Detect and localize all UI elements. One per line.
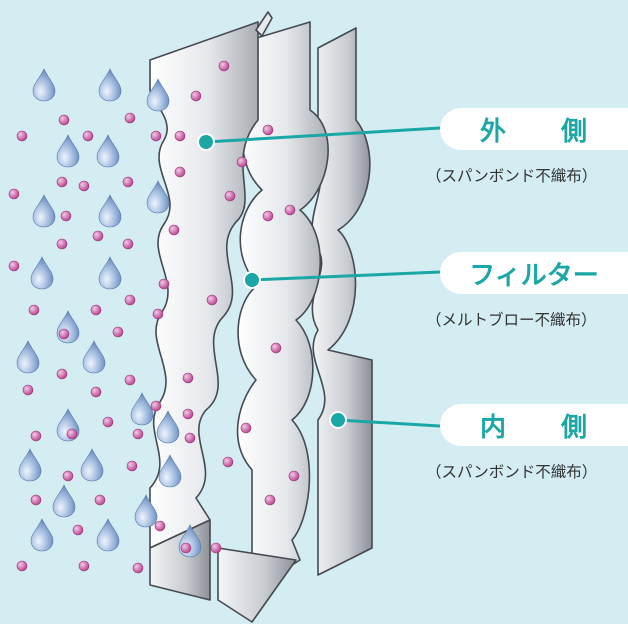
particle-icon — [174, 130, 186, 142]
droplet-icon — [52, 484, 76, 518]
particle-icon — [210, 542, 222, 554]
particle-icon — [30, 430, 42, 442]
particle-icon — [190, 90, 202, 102]
droplet-icon — [16, 340, 40, 374]
pointer-dot-outer — [197, 133, 215, 151]
particle-icon — [150, 400, 162, 412]
particle-icon — [270, 342, 282, 354]
droplet-icon — [32, 68, 56, 102]
particle-icon — [72, 524, 84, 536]
particle-icon — [56, 368, 68, 380]
particle-icon — [224, 190, 236, 202]
particle-icon — [122, 176, 134, 188]
particle-icon — [124, 112, 136, 124]
particle-icon — [56, 238, 68, 250]
particle-icon — [264, 494, 276, 506]
particle-icon — [218, 60, 230, 72]
droplet-icon — [130, 392, 154, 426]
particle-icon — [158, 278, 170, 290]
particle-icon — [56, 176, 68, 188]
particle-icon — [288, 470, 300, 482]
droplet-icon — [98, 194, 122, 228]
particle-icon — [28, 304, 40, 316]
particle-icon — [60, 210, 72, 222]
droplet-icon — [56, 310, 80, 344]
particle-icon — [262, 210, 274, 222]
particle-icon — [30, 494, 42, 506]
particle-icon — [284, 204, 296, 216]
particle-icon — [112, 326, 124, 338]
droplet-icon — [30, 518, 54, 552]
pointer-dot-inner — [329, 411, 347, 429]
particle-icon — [174, 166, 186, 178]
droplet-icon — [80, 448, 104, 482]
particle-icon — [182, 372, 194, 384]
particle-icon — [124, 294, 136, 306]
droplet-icon — [98, 68, 122, 102]
particle-icon — [78, 180, 90, 192]
inner-layer-title: 内 側 — [440, 404, 628, 446]
outer-layer-title: 外 側 — [440, 108, 628, 150]
particle-icon — [180, 542, 192, 554]
outer-layer-sheet — [149, 11, 297, 623]
particle-icon — [126, 460, 138, 472]
particle-icon — [152, 308, 164, 320]
particle-icon — [182, 408, 194, 420]
particle-icon — [122, 238, 134, 250]
filter-layer-sheet — [236, 21, 329, 591]
leader-lines — [197, 126, 441, 429]
particle-icon — [90, 304, 102, 316]
particle-icon — [222, 456, 234, 468]
outer-layer-subtitle: （スパンボンド不織布） — [426, 167, 598, 185]
filter-layer-subtitle: （メルトブロー不織布） — [426, 311, 597, 329]
particle-icon — [8, 188, 20, 200]
particle-icon — [16, 130, 28, 142]
inner-layer-subtitle: （スパンボンド不織布） — [426, 463, 598, 481]
particle-icon — [58, 328, 70, 340]
leader-line-inner — [337, 418, 441, 428]
particle-icon — [206, 294, 218, 306]
particle-icon — [168, 224, 180, 236]
leader-line-outer — [205, 126, 441, 144]
particle-icon — [94, 494, 106, 506]
inner-layer-sheet — [311, 27, 373, 576]
droplet-icon — [98, 256, 122, 290]
particle-icon — [132, 428, 144, 440]
particle-icon-group — [8, 60, 300, 574]
droplet-icon — [82, 340, 106, 374]
particle-icon — [262, 124, 274, 136]
particle-icon — [90, 386, 102, 398]
pointer-dot-filter — [243, 271, 261, 289]
particle-icon — [66, 428, 78, 440]
droplet-icon — [30, 256, 54, 290]
particle-icon — [8, 260, 20, 272]
particle-icon — [78, 560, 90, 572]
particle-icon — [150, 130, 162, 142]
particle-icon — [22, 384, 34, 396]
droplet-icon — [56, 134, 80, 168]
particle-icon — [236, 156, 248, 168]
particle-icon — [102, 416, 114, 428]
particle-icon — [82, 130, 94, 142]
droplet-icon — [18, 448, 42, 482]
particle-icon — [184, 432, 196, 444]
particle-icon — [62, 470, 74, 482]
particle-icon — [132, 562, 144, 574]
particle-icon — [92, 230, 104, 242]
particle-icon — [154, 520, 166, 532]
particle-icon — [240, 422, 252, 434]
filter-layer-title: フィルター — [440, 252, 628, 294]
droplet-icon — [96, 134, 120, 168]
droplet-icon — [32, 194, 56, 228]
leader-line-filter — [251, 270, 441, 282]
particle-icon — [58, 114, 70, 126]
particle-icon — [16, 560, 28, 572]
particle-icon — [124, 374, 136, 386]
droplet-icon — [96, 518, 120, 552]
